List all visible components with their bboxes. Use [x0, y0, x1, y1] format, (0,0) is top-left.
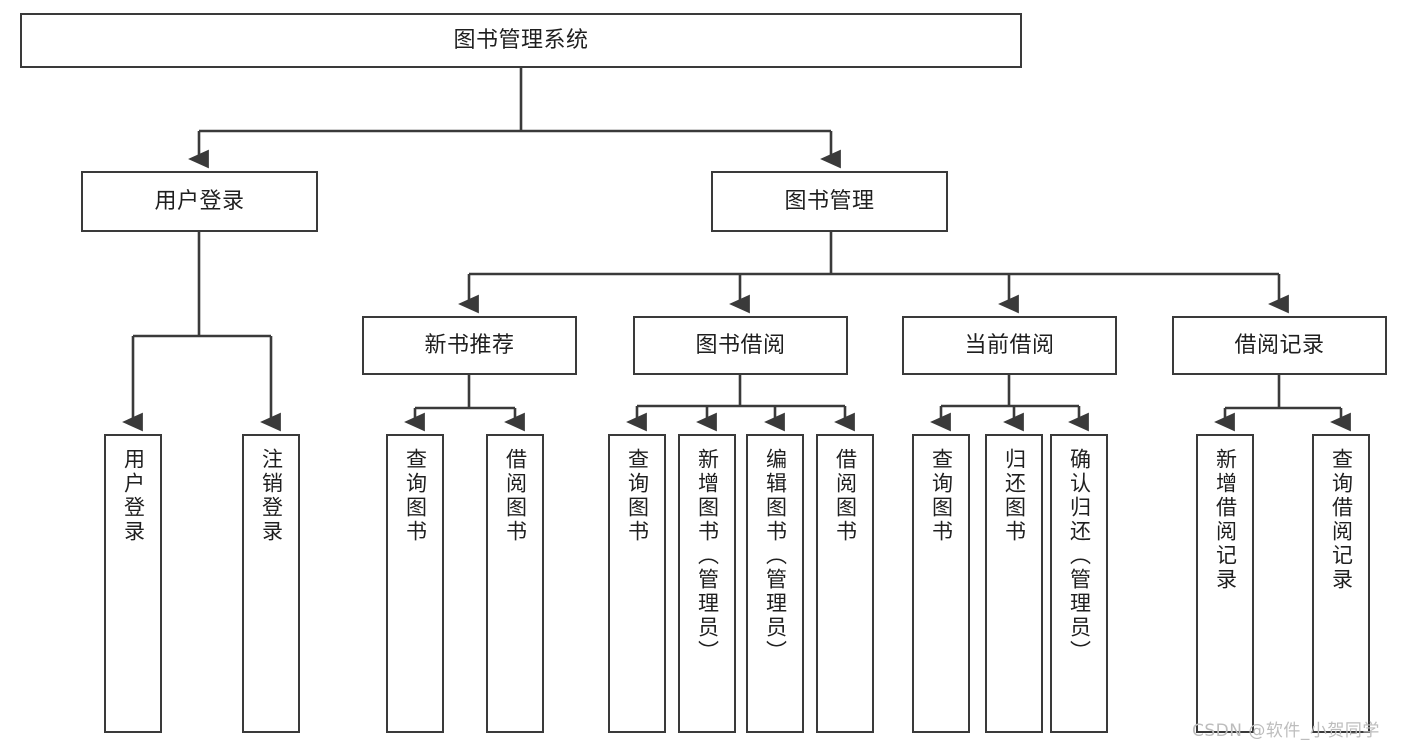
- node-leaf-user-login[interactable]: 用户登录: [104, 434, 162, 733]
- node-label: 借阅图书: [833, 448, 858, 544]
- node-label: 图书管理: [784, 188, 875, 214]
- node-leaf-query-borrow-record[interactable]: 查询借阅记录: [1312, 434, 1370, 733]
- node-leaf-logout[interactable]: 注销登录: [242, 434, 300, 733]
- node-label: 查询图书: [625, 448, 650, 544]
- node-borrow-record[interactable]: 借阅记录: [1172, 316, 1387, 375]
- node-label: 新增借阅记录: [1213, 448, 1238, 592]
- node-label: 归还图书: [1002, 448, 1027, 544]
- node-book-borrow[interactable]: 图书借阅: [633, 316, 848, 375]
- node-label: 编辑图书（管理员）: [763, 448, 788, 664]
- node-leaf-add-book-admin[interactable]: 新增图书（管理员）: [678, 434, 736, 733]
- node-leaf-return-book[interactable]: 归还图书: [985, 434, 1043, 733]
- node-label: 查询图书: [403, 448, 428, 544]
- node-label: 用户登录: [154, 188, 245, 214]
- node-label: 借阅记录: [1234, 332, 1325, 358]
- node-leaf-query-book-rec[interactable]: 查询图书: [386, 434, 444, 733]
- node-label: 借阅图书: [503, 448, 528, 544]
- node-leaf-edit-book-admin[interactable]: 编辑图书（管理员）: [746, 434, 804, 733]
- node-label: 查询借阅记录: [1329, 448, 1354, 592]
- node-leaf-query-book-borrow[interactable]: 查询图书: [608, 434, 666, 733]
- node-label: 用户登录: [121, 448, 146, 544]
- node-label: 新书推荐: [424, 332, 515, 358]
- node-label: 查询图书: [929, 448, 954, 544]
- node-label: 新增图书（管理员）: [695, 448, 720, 664]
- node-leaf-confirm-return-admin[interactable]: 确认归还（管理员）: [1050, 434, 1108, 733]
- csdn-watermark: CSDN @软件_小贺同学: [1192, 721, 1380, 741]
- node-root[interactable]: 图书管理系统: [20, 13, 1022, 68]
- node-leaf-borrow-book[interactable]: 借阅图书: [816, 434, 874, 733]
- node-label: 当前借阅: [964, 332, 1055, 358]
- node-label: 图书管理系统: [453, 27, 589, 53]
- node-label: 确认归还（管理员）: [1067, 448, 1092, 664]
- node-leaf-query-book-cur[interactable]: 查询图书: [912, 434, 970, 733]
- node-user-login[interactable]: 用户登录: [81, 171, 318, 232]
- node-leaf-borrow-book-rec[interactable]: 借阅图书: [486, 434, 544, 733]
- node-leaf-add-borrow-record[interactable]: 新增借阅记录: [1196, 434, 1254, 733]
- node-label: 图书借阅: [695, 332, 786, 358]
- node-label: 注销登录: [259, 448, 284, 544]
- node-new-book-rec[interactable]: 新书推荐: [362, 316, 577, 375]
- node-current-borrow[interactable]: 当前借阅: [902, 316, 1117, 375]
- node-book-manage[interactable]: 图书管理: [711, 171, 948, 232]
